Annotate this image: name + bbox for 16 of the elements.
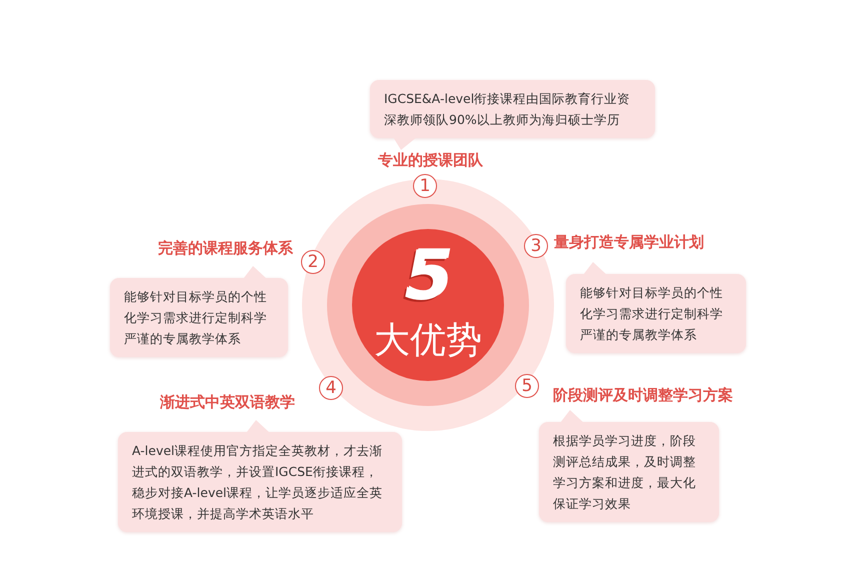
- advantage-heading: 专业的授课团队: [378, 150, 483, 170]
- number-circle: 2: [301, 250, 325, 274]
- advantage-heading: 阶段测评及时调整学习方案: [553, 385, 733, 405]
- advantage-heading: 量身打造专属学业计划: [554, 232, 704, 252]
- callout-box: A-level课程使用官方指定全英教材，才去渐进式的双语教学，并设置IGCSE衔接课程，稳步对接A-level课程，让学员逐步适应全英环境授课，并提高学术英语水平: [118, 432, 402, 532]
- big-number: 5: [403, 241, 453, 313]
- callout-box: IGCSE&A-level衔接课程由国际教育行业资深教师领队90%以上教师为海归硕士学历: [370, 80, 655, 138]
- number-circle: 4: [319, 376, 343, 400]
- advantage-heading: 渐进式中英双语教学: [160, 392, 295, 412]
- number-circle: 5: [515, 374, 539, 398]
- advantage-heading: 完善的课程服务体系: [157, 238, 293, 258]
- callout-box: 能够针对目标学员的个性化学习需求进行定制科学严谨的专属教学体系: [110, 278, 288, 357]
- number-circle: 1: [413, 174, 437, 198]
- callout-box: 能够针对目标学员的个性化学习需求进行定制科学严谨的专属教学体系: [566, 274, 746, 353]
- center-title: 大优势: [373, 321, 483, 361]
- callout-box: 根据学员学习进度，阶段测评总结成果，及时调整学习方案和进度，最大化保证学习效果: [539, 422, 719, 522]
